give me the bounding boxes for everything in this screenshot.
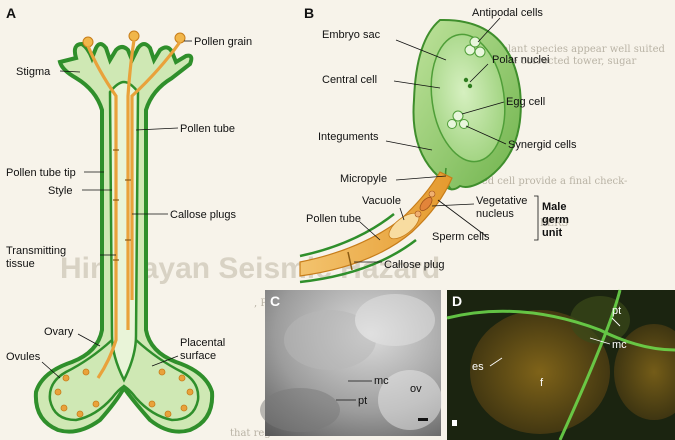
pollen-tubes — [86, 39, 182, 379]
panel-b-ovule: B — [299, 5, 577, 284]
background-snippet: Teed cell provide a final check- — [470, 176, 627, 187]
label-callose-plugs: Callose plugs — [170, 209, 237, 221]
tube-wall-b — [299, 239, 417, 284]
ovary-cavity — [48, 339, 200, 422]
panel-d-micrograph: D pt mc es f — [446, 289, 675, 440]
callose-plug-b — [347, 251, 353, 271]
label-transmitting-tissue-2: tissue — [6, 258, 35, 270]
callose-plugs — [113, 149, 131, 261]
label-antipodal-cells: Antipodal cells — [472, 7, 543, 19]
label-ov-c: ov — [410, 383, 422, 395]
panel-letter-c: C — [270, 293, 280, 309]
label-vegetative-nucleus-2: nucleus — [476, 208, 514, 220]
label-micropyle: Micropyle — [340, 173, 387, 185]
label-es-d: es — [472, 361, 484, 373]
label-embryo-sac: Embryo sac — [322, 29, 381, 41]
panel-letter-a: A — [6, 5, 16, 21]
label-stigma: Stigma — [16, 66, 51, 78]
label-polar-nuclei: Polar nuclei — [492, 54, 549, 66]
label-mc-c: mc — [374, 375, 389, 387]
panel-letter-b: B — [304, 5, 314, 21]
label-pollen-tube-b: Pollen tube — [306, 213, 361, 225]
label-male-germ-unit: Male — [542, 201, 566, 213]
background-snippet: along the corrected tower, sugar — [470, 56, 636, 67]
background-snippet: PERS — [540, 218, 569, 229]
panel-c-micrograph: C mc ov pt — [260, 290, 442, 436]
pollen-grains — [82, 30, 186, 48]
label-egg-cell: Egg cell — [506, 96, 545, 108]
label-pollen-tube: Pollen tube — [180, 123, 235, 135]
panel-c-texture — [260, 294, 442, 432]
label-ovules: Ovules — [6, 351, 41, 363]
panel-letter-d: D — [452, 293, 462, 309]
pollen-tube-b — [299, 171, 453, 277]
label-central-cell: Central cell — [322, 74, 377, 86]
scale-bar-c — [418, 418, 428, 421]
label-sperm-cells: Sperm cells — [432, 231, 490, 243]
tube-wall-b-2 — [299, 213, 395, 258]
label-pt-d: pt — [612, 305, 621, 317]
label-placental-surface: Placental — [180, 337, 225, 349]
scale-bar-d — [452, 420, 457, 426]
label-f-d: f — [540, 377, 544, 389]
background-snippet: that region — [230, 428, 287, 439]
label-male-germ-unit-2: germ — [542, 214, 569, 226]
male-germ-unit — [414, 190, 436, 218]
panel-a-leaders — [41, 40, 192, 379]
label-synergid-cells: Synergid cells — [508, 139, 577, 151]
label-style: Style — [48, 185, 72, 197]
label-mc-d: mc — [612, 339, 627, 351]
label-placental-surface-2: surface — [180, 350, 216, 362]
label-ovary: Ovary — [44, 326, 74, 338]
label-transmitting-tissue: Transmitting — [6, 245, 66, 257]
male-germ-bracket — [534, 195, 539, 241]
embryo-sac — [430, 33, 506, 163]
label-callose-plug: Callose plug — [384, 259, 445, 271]
panel-b-leaders — [354, 17, 507, 263]
label-vacuole: Vacuole — [362, 195, 401, 207]
label-male-germ-unit-3: unit — [542, 227, 562, 239]
label-integuments: Integuments — [318, 131, 379, 143]
label-pt-c: pt — [358, 395, 367, 407]
ovules — [54, 368, 194, 418]
label-pollen-grain: Pollen grain — [194, 36, 252, 48]
panel-a-pistil: A — [6, 5, 252, 434]
antipodal-cells — [464, 36, 486, 58]
transmitting-tissue — [108, 80, 140, 383]
background-snippet: Some plant species appear well suited — [470, 44, 665, 55]
label-vegetative-nucleus: Vegetative — [476, 195, 527, 207]
label-pollen-tube-tip: Pollen tube tip — [6, 167, 76, 179]
polar-nuclei — [463, 77, 473, 89]
fluorescent-strands — [446, 289, 675, 440]
